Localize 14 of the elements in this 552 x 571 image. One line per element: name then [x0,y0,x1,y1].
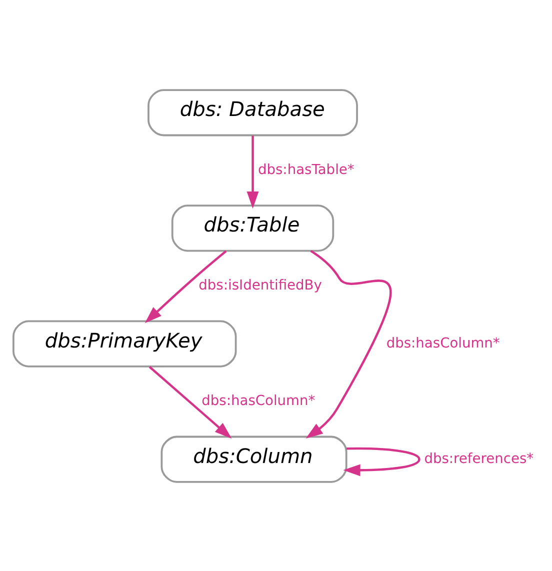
edge-label: dbs:hasColumn* [386,334,500,351]
edge-label: dbs:isIdentifiedBy [198,277,322,294]
edge-label: dbs:hasColumn* [202,392,316,409]
arrow [144,250,227,323]
node-box: dbs:Table [171,204,334,252]
arrow [148,365,232,438]
node-box: dbs:Column [160,435,348,482]
arrow [343,446,420,476]
edge-label: dbs:references* [424,450,534,466]
arrow [246,135,259,208]
node-box: dbs: Database [148,88,358,136]
arrow [306,250,392,438]
edge-label: dbs:hasTable* [258,161,354,178]
node-box: dbs:PrimaryKey [12,320,237,367]
